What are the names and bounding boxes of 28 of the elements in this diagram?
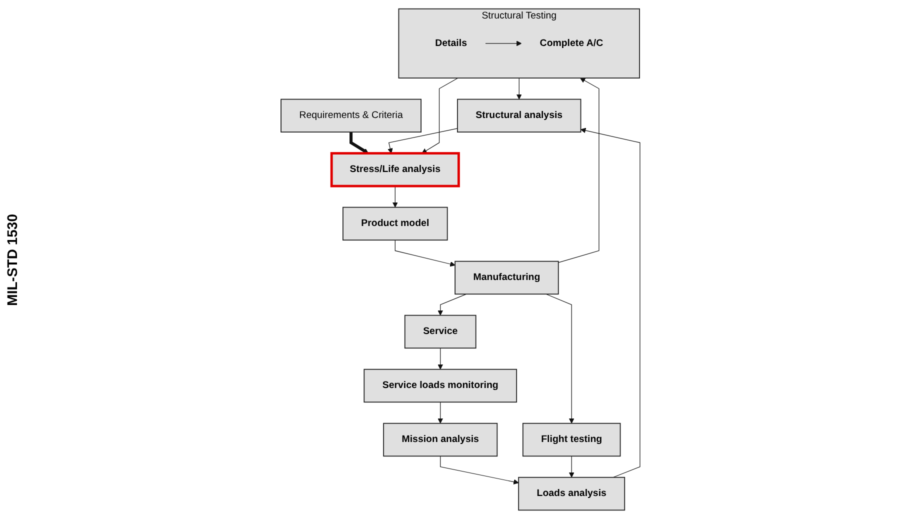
arrow (438, 294, 467, 316)
node-box: Structural analysis (457, 98, 582, 133)
arrow (438, 348, 444, 370)
node-box: Product model (342, 206, 448, 241)
arrow (440, 456, 519, 484)
arrow (350, 132, 369, 154)
node-box: Service (404, 314, 476, 349)
node-box: Mission analysis (383, 422, 498, 457)
arrow (422, 78, 458, 154)
node-box: Loads analysis (518, 476, 626, 511)
node-box: Requirements & Criteria (280, 98, 422, 133)
arrow (394, 240, 456, 267)
node-box: Stress/Life analysis (330, 152, 460, 188)
arrow (484, 40, 522, 46)
arrow (438, 402, 444, 424)
node-text: Details (435, 38, 467, 48)
arrow (568, 456, 574, 478)
arrow (546, 294, 574, 424)
node-text: Complete A/C (540, 38, 604, 48)
node-box: Manufacturing (454, 260, 559, 295)
arrow (388, 128, 458, 154)
arrow (580, 128, 640, 478)
arrow (392, 186, 398, 208)
arrow (516, 78, 522, 100)
node-box: Flight testing (522, 422, 621, 457)
arrow (558, 78, 600, 263)
standard-label: MIL-STD 1530 (4, 214, 20, 306)
node-box: Service loads monitoring (364, 368, 518, 403)
